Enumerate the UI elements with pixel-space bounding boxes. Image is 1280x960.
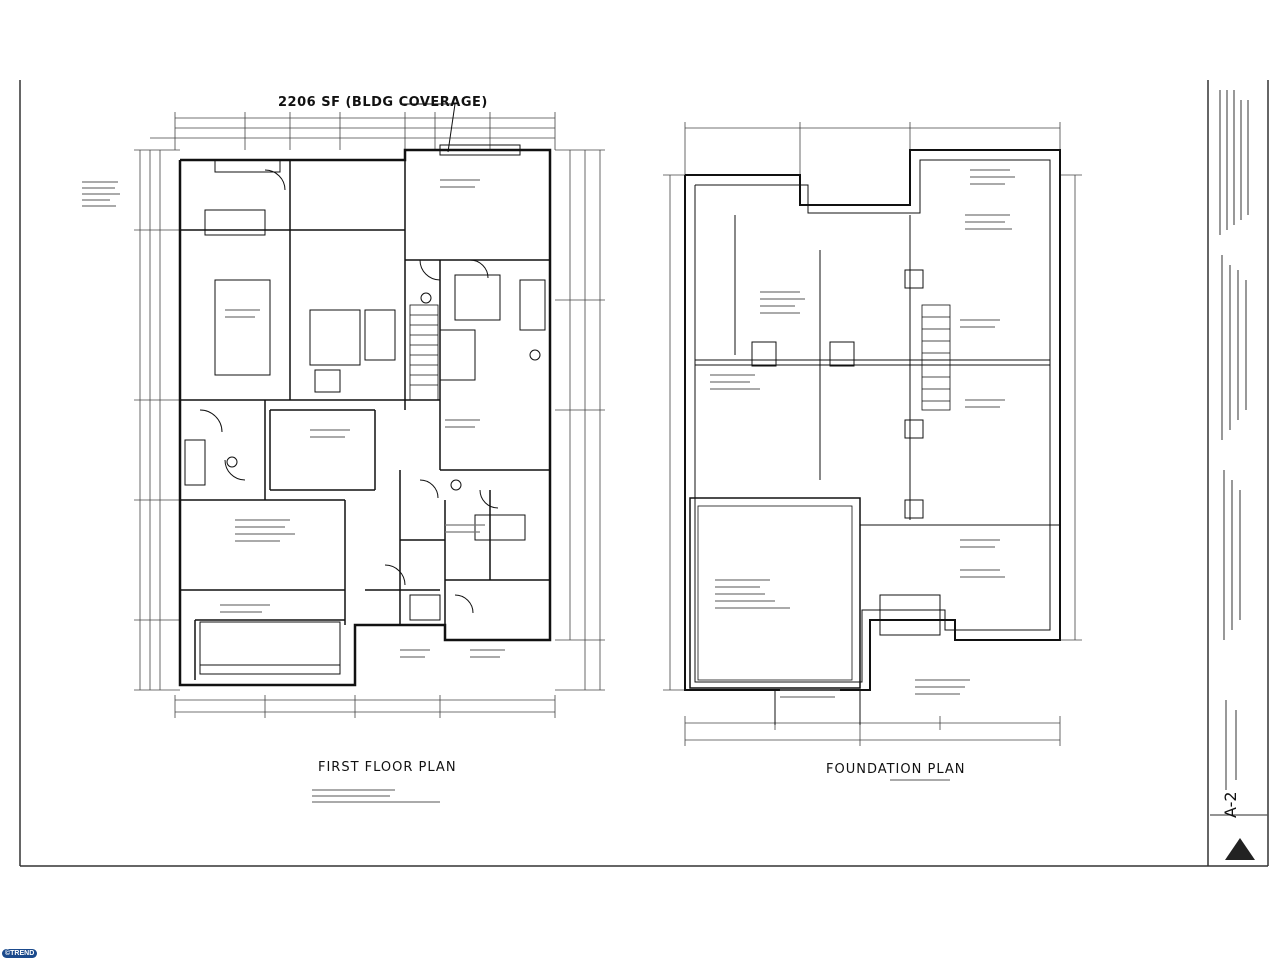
foundation-porch [774,594,941,725]
foundation-beams [695,215,1060,526]
building-coverage-callout: 2206 SF (BLDG COVERAGE) [278,95,488,110]
first-floor-stair [409,304,439,401]
foundation-note-marks [710,169,1015,781]
foundation-walls [684,149,1061,691]
foundation-plan [663,122,1082,781]
first-floor-note-marks [82,179,505,803]
foundation-stair [921,304,951,411]
sheet-number: A-2 [1221,791,1240,818]
first-floor-exterior-walls [178,148,552,687]
title-block [1210,90,1268,860]
first-floor-top-dimensions [150,112,556,150]
first-floor-garage-door [199,621,341,675]
foundation-plan-title: FOUNDATION PLAN [826,762,966,777]
trend-logo: ©TREND [2,949,38,958]
first-floor-fixtures [184,144,546,621]
sheet-border [19,80,1269,867]
first-floor-bottom-dimensions [174,695,556,718]
first-floor-left-dimensions [134,149,180,691]
first-floor-right-dimensions [555,149,605,691]
foundation-dimensions [663,122,1082,746]
first-floor-interior-walls [180,160,550,680]
foundation-garage [689,497,861,689]
architect-seal-mark [1225,838,1255,860]
coverage-leader [400,103,456,153]
first-floor-plan-title: FIRST FLOOR PLAN [318,760,457,775]
first-floor-plan [82,103,605,803]
